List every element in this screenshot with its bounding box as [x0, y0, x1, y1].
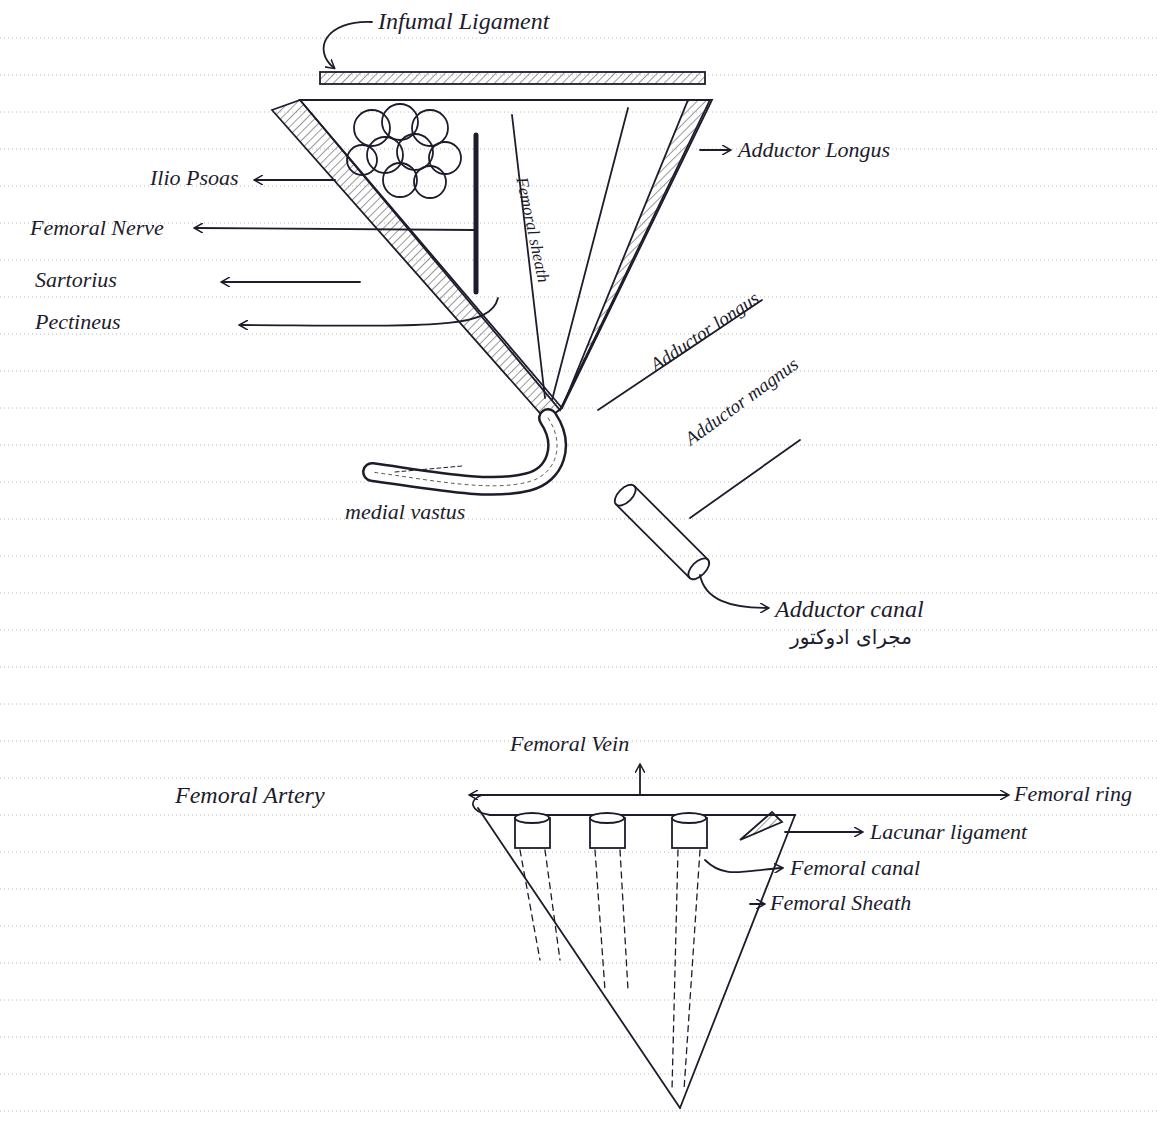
vessel-label: Femoral Artery — [175, 782, 325, 808]
muscle-label: Adductor magnus — [681, 354, 802, 450]
muscle-label: Ilio Psoas — [150, 166, 239, 190]
muscle-label: Sartorius — [35, 268, 117, 292]
ligament-label: Lacunar ligament — [870, 820, 1027, 844]
nerve-label: Femoral Nerve — [30, 216, 164, 240]
canal-label: Femoral canal — [790, 856, 920, 880]
muscle-label: medial vastus — [345, 500, 465, 524]
ring-label: Femoral ring — [1014, 782, 1132, 806]
sheath-label: Femoral sheath — [512, 176, 553, 285]
vessel-label: Femoral Vein — [510, 732, 629, 756]
sheath-label: Femoral Sheath — [770, 891, 911, 915]
ligament-label: Infumal Ligament — [378, 8, 549, 34]
canal-label: Adductor canal — [775, 596, 924, 622]
canal-label-fa: مجرای ادوکتور — [790, 626, 912, 648]
muscle-label: Adductor longus — [647, 288, 763, 376]
muscle-label: Pectineus — [35, 310, 121, 334]
muscle-label: Adductor Longus — [738, 138, 890, 162]
